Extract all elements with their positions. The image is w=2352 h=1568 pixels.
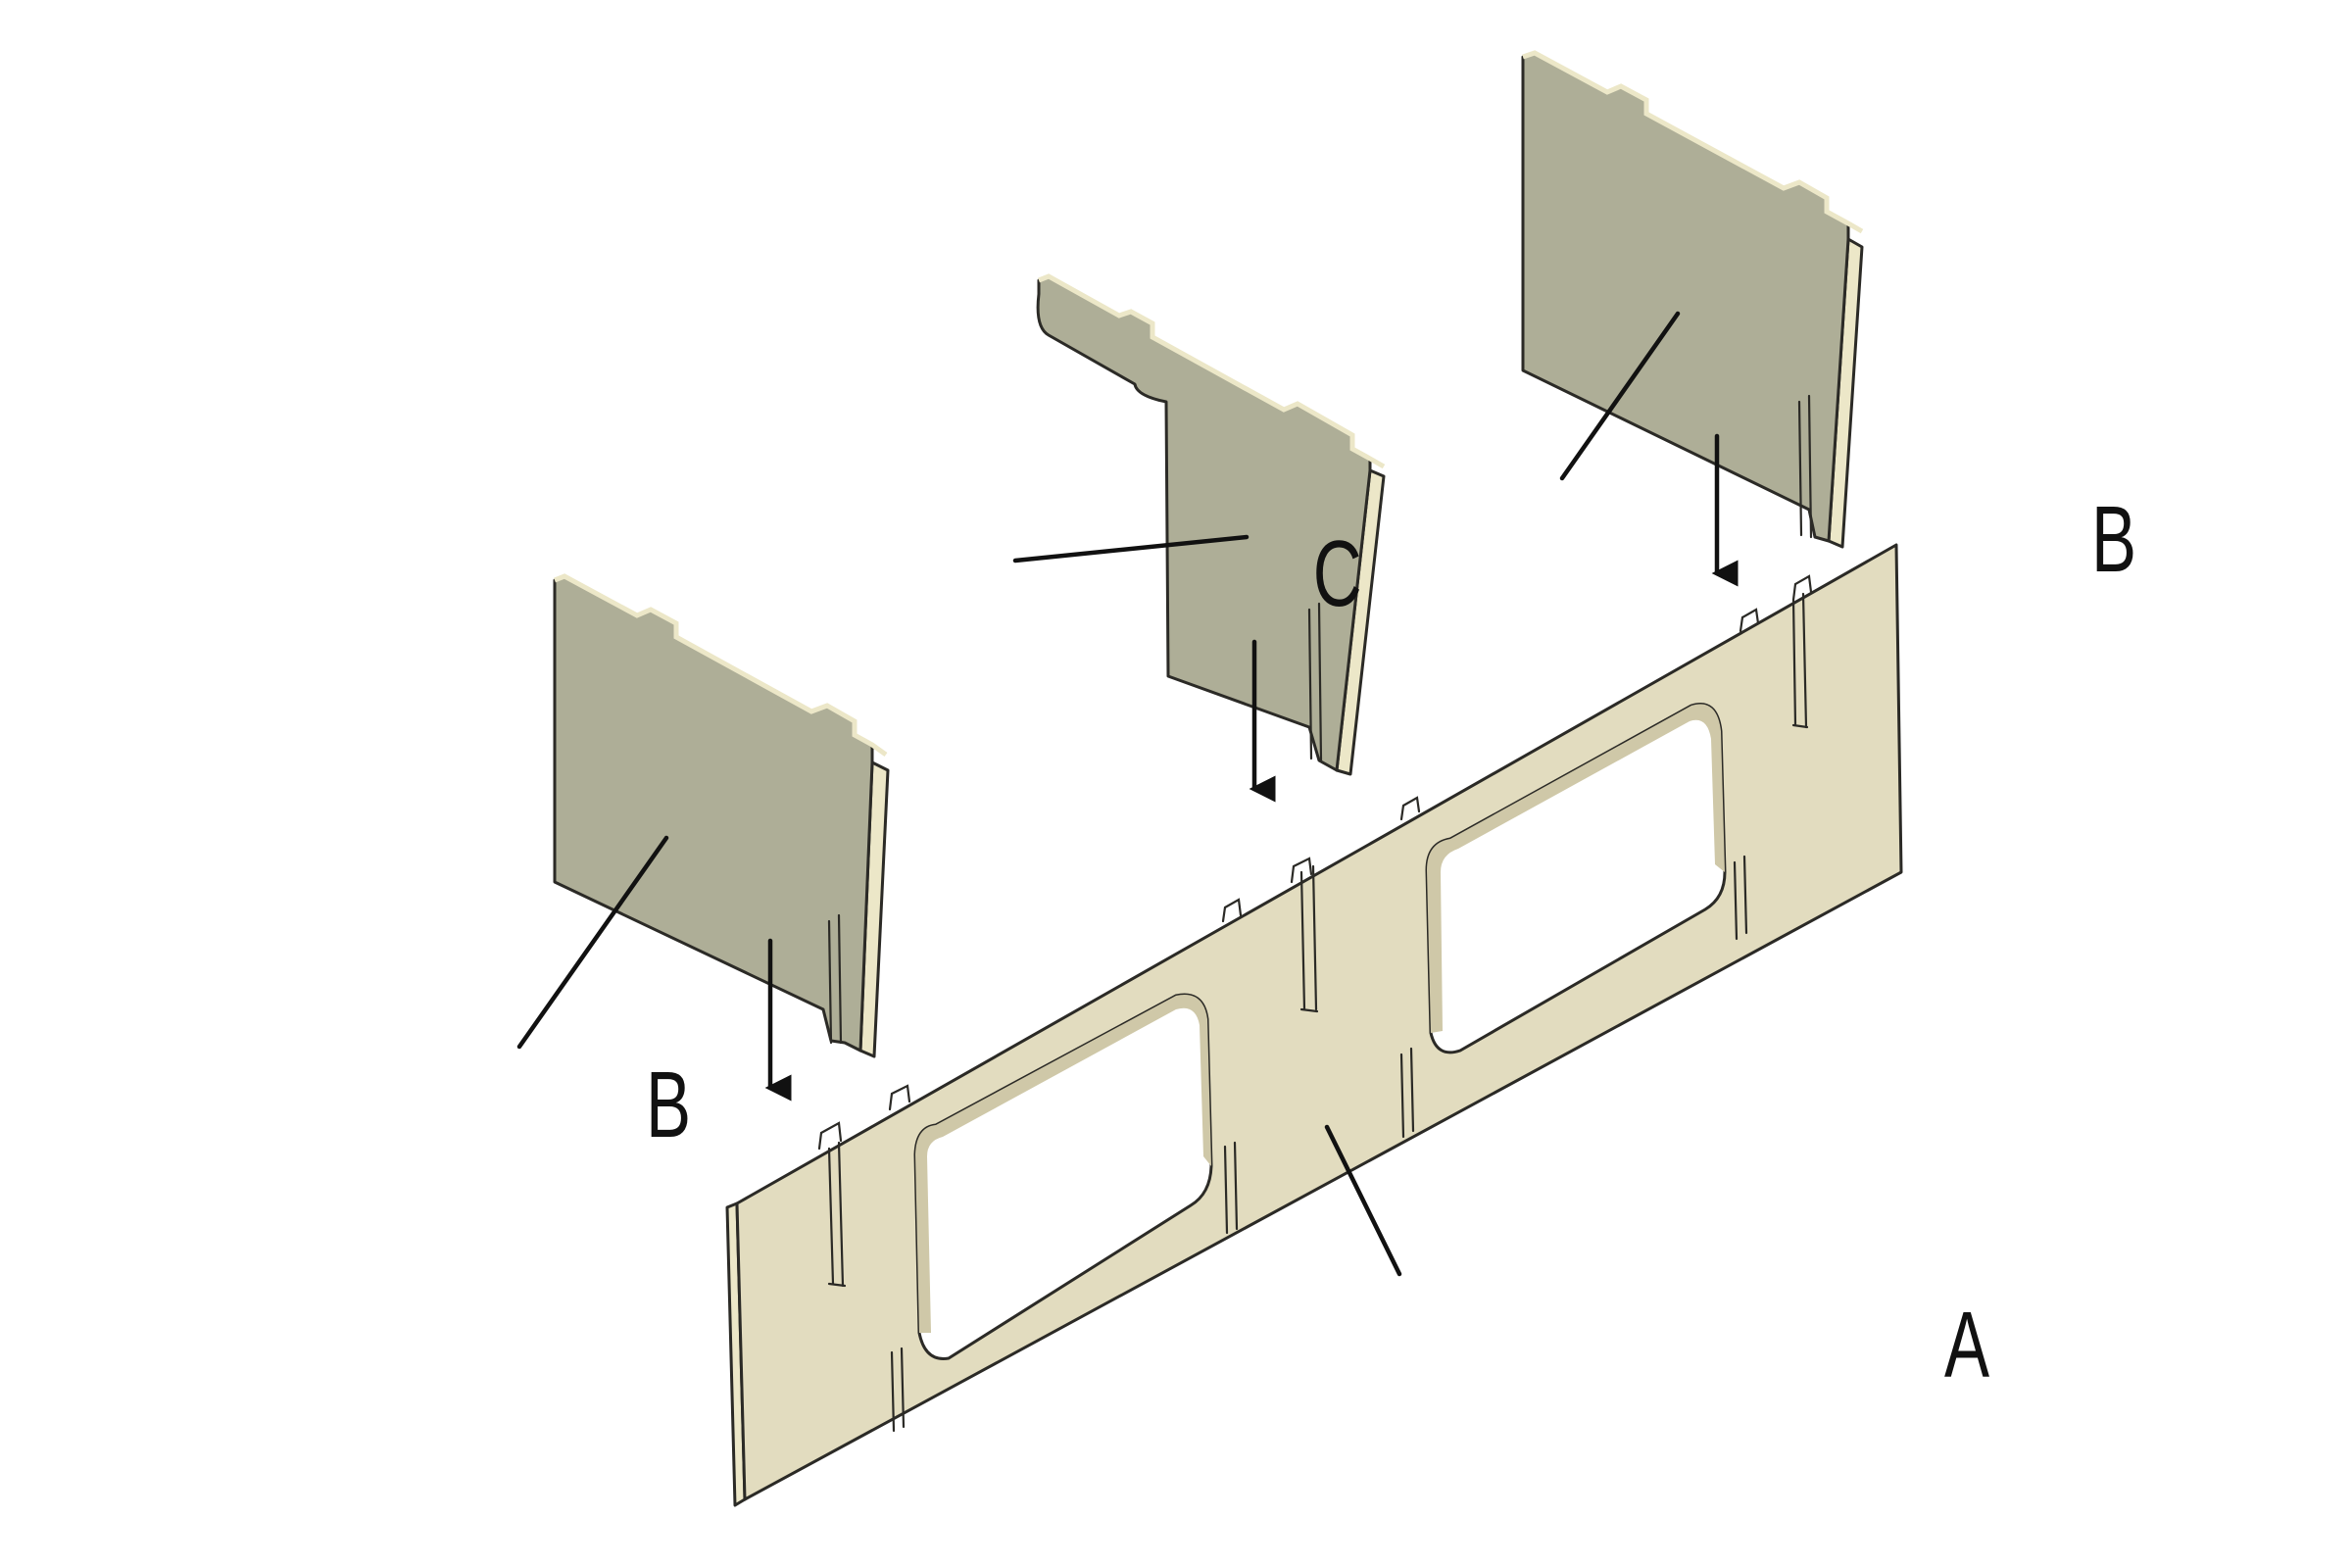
- panel-a-slots: [827, 592, 1809, 1433]
- label-base-a: A: [1944, 1292, 1989, 1397]
- panel-a-top-notches: [817, 574, 1813, 1151]
- label-center-c: C: [1313, 520, 1362, 626]
- window-left-rim: [915, 995, 1211, 1333]
- panel-b-left: [553, 573, 890, 1058]
- panel-b-right: [1521, 50, 1864, 549]
- callout-labels: B C B A: [646, 486, 2136, 1397]
- leader-center-c: [1012, 534, 1250, 564]
- leader-base-a: [1324, 1124, 1402, 1277]
- leader-right-b: [1559, 311, 1681, 481]
- panel-b-left-face: [553, 574, 874, 1053]
- panel-a: [725, 543, 1903, 1507]
- window-right-rim: [1427, 704, 1725, 1033]
- label-right-b: B: [2091, 486, 2136, 592]
- label-left-b: B: [646, 1052, 691, 1157]
- leader-lines: [516, 311, 1681, 1277]
- insertion-arrows: [764, 433, 1739, 1102]
- leader-left-b: [516, 835, 669, 1050]
- panel-c: [1036, 273, 1386, 776]
